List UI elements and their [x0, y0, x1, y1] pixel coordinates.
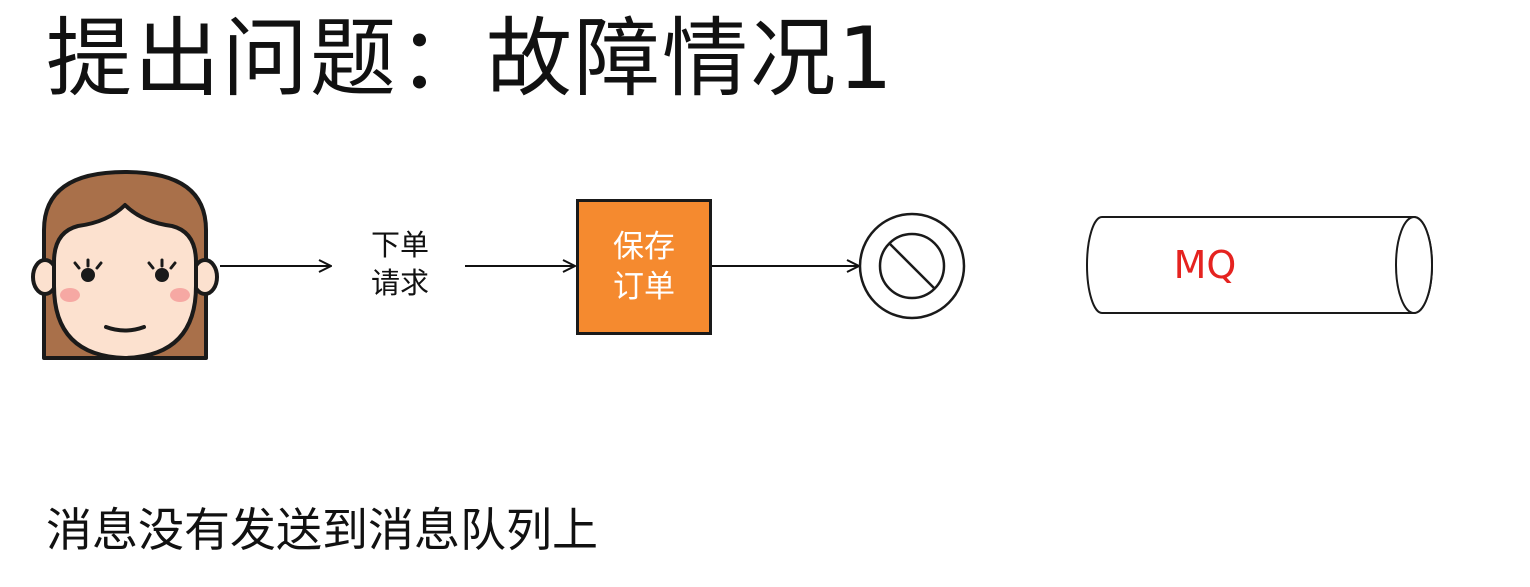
message-queue-cylinder [1086, 216, 1433, 314]
order-request-label: 下单 请求 [352, 226, 448, 302]
save-order-box: 保存 订单 [576, 199, 712, 335]
page-title: 提出问题：故障情况1 [46, 9, 895, 109]
mq-label: MQ [1173, 243, 1237, 287]
order-request-label-line1: 下单 [370, 228, 429, 262]
order-request-label-line2: 请求 [370, 266, 429, 300]
save-order-line2: 订单 [613, 269, 675, 305]
save-order-line1: 保存 [613, 229, 675, 265]
caption-text: 消息没有发送到消息队列上 [46, 503, 598, 557]
prohibited-icon [858, 212, 966, 320]
user-avatar-icon [31, 170, 219, 360]
